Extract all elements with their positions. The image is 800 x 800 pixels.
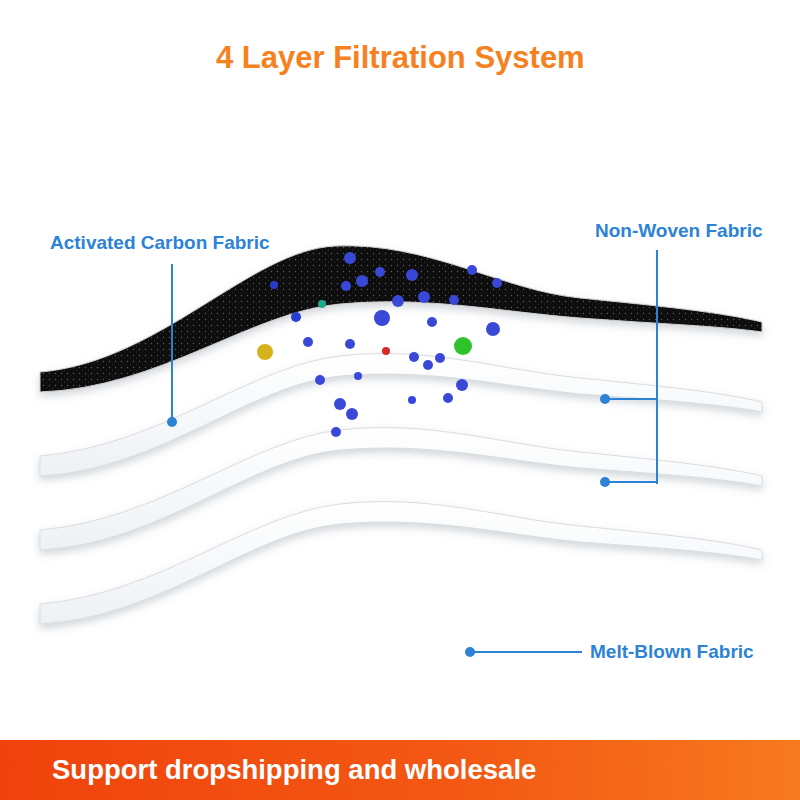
carbon-layer [40,246,762,392]
banner-bar: Support dropshipping and wholesale [0,740,800,800]
non-woven-layer [40,354,762,476]
particles [257,252,502,437]
leader-lines [172,250,657,652]
layer-label: Activated Carbon Fabric [50,232,270,254]
leader-dots [167,394,610,657]
title: 4 Layer Filtration System [216,40,585,76]
banner-text: Support dropshipping and wholesale [52,754,800,786]
layer-label: Melt-Blown Fabric [590,641,754,663]
layer-label: Non-Woven Fabric [595,220,763,242]
